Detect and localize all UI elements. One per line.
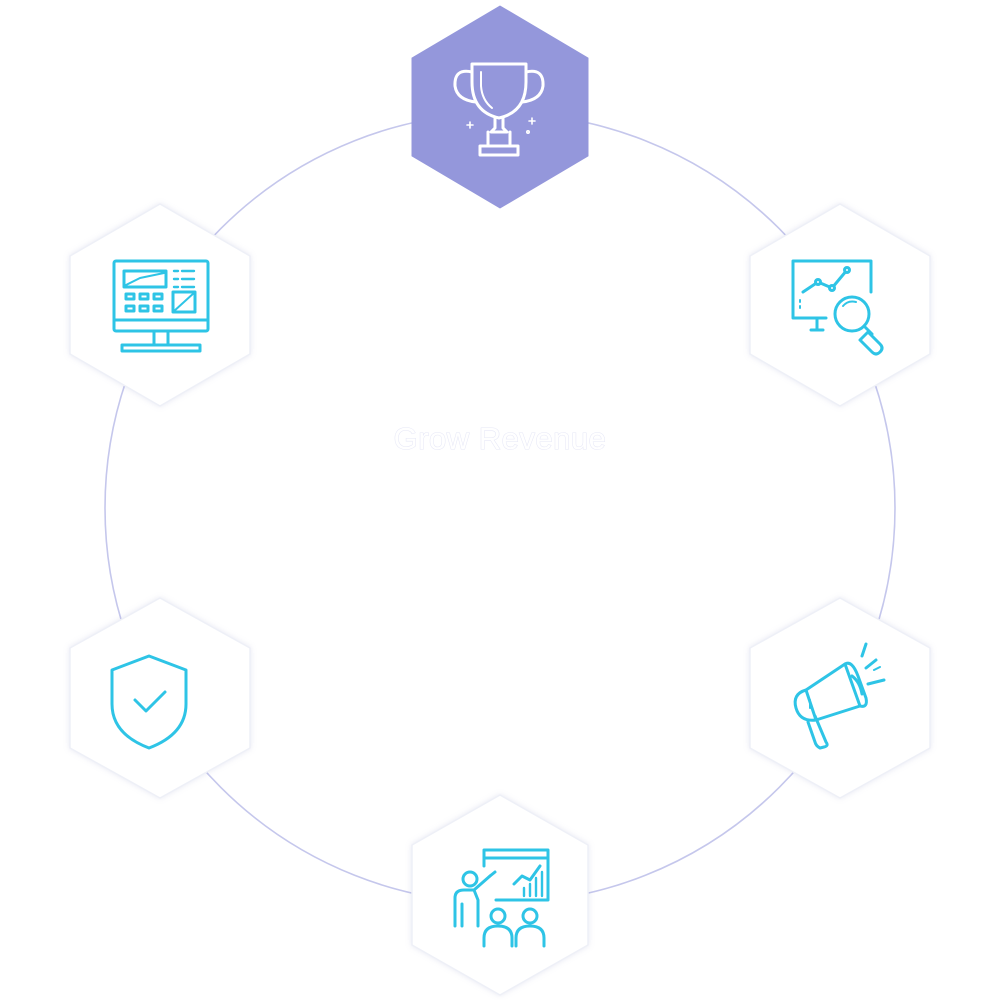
hex-presentation xyxy=(411,794,589,996)
center-title: Grow Revenue xyxy=(394,421,607,456)
node-shield[interactable] xyxy=(69,597,251,799)
cycle-ring xyxy=(104,112,896,904)
analytics-search-icon xyxy=(791,259,884,356)
megaphone-icon xyxy=(793,642,886,750)
node-megaphone[interactable] xyxy=(749,597,931,799)
security-shield-icon xyxy=(110,654,188,750)
dashboard-monitor-icon xyxy=(112,259,210,353)
trophy-icon xyxy=(453,62,545,157)
node-analytics[interactable] xyxy=(749,203,931,407)
node-trophy[interactable] xyxy=(411,5,589,209)
hex-megaphone xyxy=(749,597,931,799)
node-presentation[interactable] xyxy=(411,794,589,996)
hex-trophy xyxy=(411,5,589,209)
presentation-icon xyxy=(453,848,550,948)
node-dashboard[interactable] xyxy=(69,203,251,407)
